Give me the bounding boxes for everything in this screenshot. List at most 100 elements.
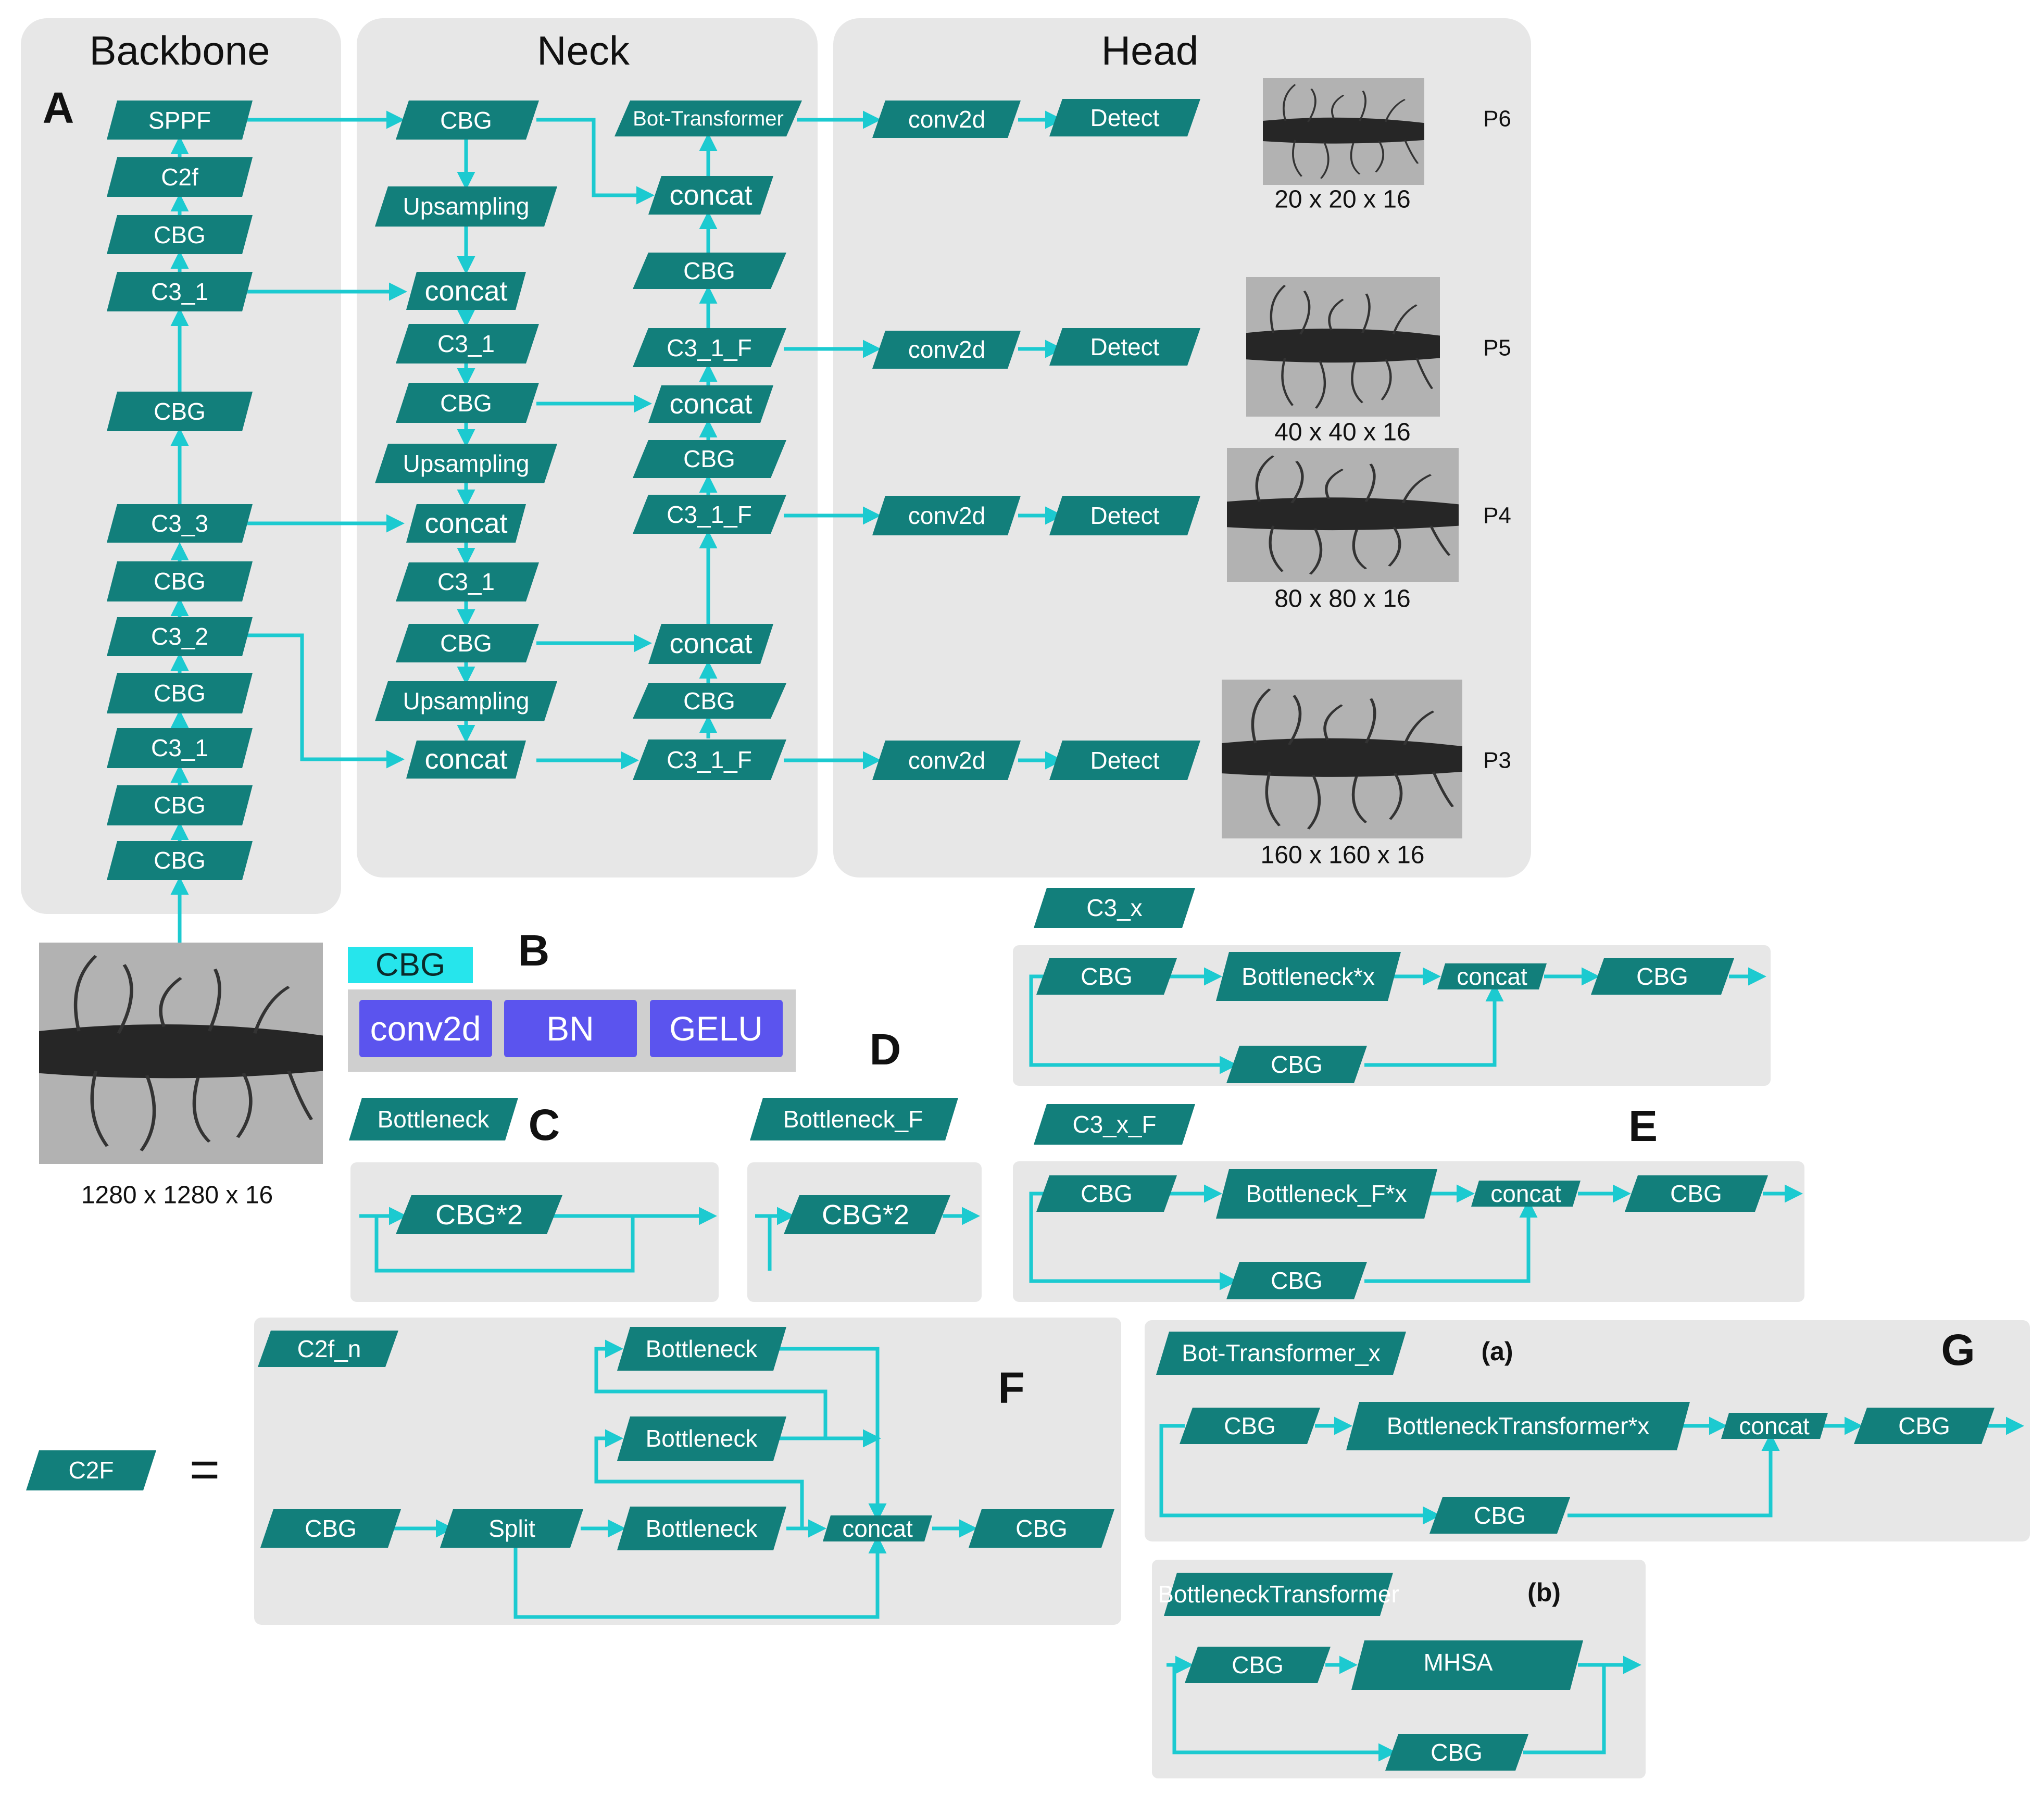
c2f-node: C2F (26, 1450, 156, 1490)
node-c3-1-low-label: C3_1 (151, 734, 208, 761)
c3xf-cbg-in: CBG (1036, 1175, 1177, 1212)
neck-concat2-label: concat (424, 508, 507, 539)
g-cbg-out-label: CBG (1898, 1412, 1950, 1439)
g-concat: concat (1721, 1412, 1828, 1439)
section-head: Head (1101, 28, 1198, 73)
yarn-image-p4 (1227, 448, 1459, 582)
head-conv-p3-label: conv2d (908, 747, 985, 774)
gb-cbg-in-label: CBG (1232, 1651, 1284, 1678)
section-backbone: Backbone (90, 28, 270, 73)
c2f-bottleneck-2-label: Bottleneck (646, 1425, 758, 1452)
node-c3-1-top-label: C3_1 (151, 278, 208, 305)
head-conv-p3: conv2d (872, 741, 1021, 780)
head-detect-p5-label: Detect (1090, 333, 1160, 360)
c3xf-concat: concat (1471, 1180, 1581, 1207)
neck-r-cbg3-label: CBG (683, 687, 735, 714)
c2f-equals: = (190, 1440, 220, 1499)
neck-c3-1b: C3_1 (396, 562, 539, 601)
bottleneck-tag: Bottleneck (349, 1098, 518, 1140)
head-conv-p6-label: conv2d (908, 106, 985, 133)
yarn-image-p6 (1262, 77, 1425, 186)
bottleneck-f-tag: Bottleneck_F (750, 1098, 958, 1140)
label-c: C (529, 1100, 560, 1149)
bottleneck-cbg2: CBG*2 (396, 1195, 562, 1234)
c3x-cbg-in: CBG (1036, 958, 1177, 995)
bottleneck-tag-label: Bottleneck (378, 1106, 490, 1133)
caption-p4: 80 x 80 x 16 (1274, 585, 1411, 613)
neck-cbg1: CBG (396, 101, 539, 140)
gb-cbg-in: CBG (1185, 1647, 1331, 1683)
c3xf-bottleneck-label: Bottleneck_F*x (1246, 1180, 1407, 1207)
c3xf-tag-label: C3_x_F (1072, 1111, 1156, 1138)
c2f-bottleneck-3: Bottleneck (617, 1507, 786, 1550)
input-caption: 1280 x 1280 x 16 (81, 1182, 273, 1209)
node-cbg-top-label: CBG (154, 221, 206, 248)
head-panel (833, 18, 1531, 877)
label-g-a: (a) (1481, 1337, 1513, 1366)
neck-r-concat2-label: concat (669, 388, 752, 420)
caption-p3: 160 x 160 x 16 (1261, 842, 1425, 869)
level-p4: P4 (1483, 503, 1511, 529)
level-p6: P6 (1483, 106, 1511, 132)
head-detect-p4: Detect (1049, 496, 1200, 535)
neck-r-cbg2-label: CBG (683, 445, 735, 472)
node-c2f-label: C2f (161, 164, 198, 191)
gb-tag-label: BottleneckTransformer (1158, 1581, 1399, 1608)
neck-ups1-label: Upsampling (403, 193, 530, 220)
node-cbg-d-label: CBG (154, 847, 206, 874)
node-cbg-mid-label: CBG (154, 398, 206, 425)
neck-r-concat1-label: concat (669, 180, 752, 211)
c3xf-cbg-skip-label: CBG (1271, 1267, 1323, 1294)
c3xf-bottleneck: Bottleneck_F*x (1216, 1169, 1437, 1219)
neck-r-c3f3-label: C3_1_F (667, 746, 752, 773)
neck-r-c3f1: C3_1_F (633, 328, 786, 367)
g-cbg-out: CBG (1854, 1408, 1995, 1444)
g-cbg-in-label: CBG (1224, 1412, 1276, 1439)
node-cbg-d: CBG (107, 841, 253, 880)
input-yarn-image (39, 943, 323, 1164)
label-g: G (1941, 1325, 1975, 1374)
neck-r-c3f2-label: C3_1_F (667, 501, 752, 528)
caption-p6: 20 x 20 x 16 (1274, 186, 1411, 214)
c3x-tag-label: C3_x (1086, 894, 1142, 921)
neck-cbg2: CBG (396, 383, 539, 423)
node-c3-1-top: C3_1 (107, 272, 253, 311)
neck-cbg3: CBG (396, 624, 539, 662)
head-conv-p4: conv2d (872, 496, 1021, 535)
node-c3-2: C3_2 (107, 617, 253, 656)
c3x-cbg-out: CBG (1591, 958, 1734, 995)
section-neck: Neck (537, 28, 630, 73)
neck-r-concat1: concat (648, 176, 773, 215)
gb-cbg-skip: CBG (1385, 1734, 1528, 1771)
neck-r-cbg1-label: CBG (683, 257, 735, 284)
c3x-cbg-skip: CBG (1226, 1046, 1367, 1083)
c3x-tag: C3_x (1034, 888, 1195, 928)
nodes: SPPF C2f CBG C3_1 CBG C3_3 CBG C3_2 CBG … (26, 99, 1995, 1771)
c2f-concat: concat (823, 1515, 932, 1542)
c2f-bottleneck-1: Bottleneck (617, 1327, 786, 1371)
neck-r-c3f1-label: C3_1_F (667, 334, 752, 361)
neck-cbg3-label: CBG (440, 630, 492, 657)
c2f-concat-label: concat (842, 1515, 913, 1542)
node-cbg-mid: CBG (107, 392, 253, 431)
label-e: E (1628, 1101, 1658, 1150)
gb-mhsa-label: MHSA (1424, 1649, 1493, 1676)
bottleneck-f-cbg2: CBG*2 (784, 1195, 950, 1234)
node-c3-1-low: C3_1 (107, 728, 253, 768)
neck-cbg2-label: CBG (440, 390, 492, 417)
neck-r-cbg3: CBG (633, 683, 786, 719)
neck-ups3: Upsampling (375, 681, 557, 721)
gb-tag: BottleneckTransformer (1158, 1573, 1399, 1616)
c2f-split: Split (440, 1509, 583, 1548)
legend-item-gelu-label: GELU (669, 1009, 763, 1048)
neck-ups3-label: Upsampling (403, 687, 530, 714)
head-detect-p4-label: Detect (1090, 502, 1160, 529)
yarn-image-p5 (1246, 277, 1440, 417)
neck-c3-1b-label: C3_1 (437, 568, 495, 595)
g-concat-label: concat (1739, 1412, 1810, 1439)
head-conv-p6: conv2d (872, 101, 1021, 138)
c2f-cbg-in-label: CBG (305, 1515, 357, 1542)
level-p5: P5 (1483, 335, 1511, 361)
neck-concat1-label: concat (424, 275, 507, 307)
neck-ups1: Upsampling (375, 186, 557, 227)
